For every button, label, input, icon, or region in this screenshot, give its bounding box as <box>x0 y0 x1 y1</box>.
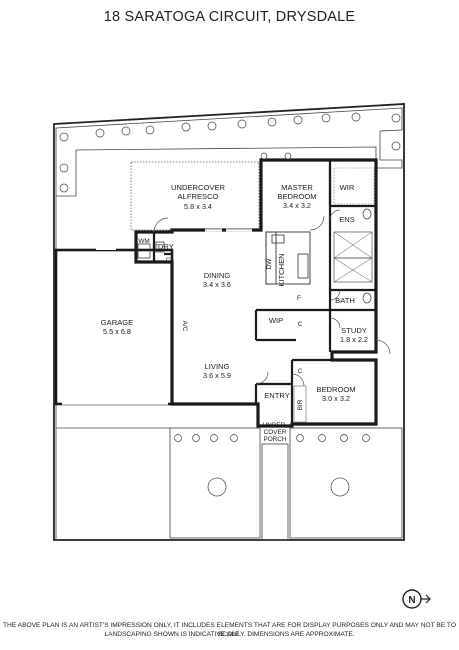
dining-label: DINING <box>204 271 231 280</box>
disclaimer-line-1: THE ABOVE PLAN IS AN ARTIST'S IMPRESSION… <box>3 622 456 638</box>
bir-outline <box>293 385 307 423</box>
wip-cupboard-label: C <box>298 321 303 328</box>
kitchen-bench <box>265 231 311 285</box>
cooktop <box>297 253 309 279</box>
tree-icon <box>207 477 350 497</box>
ensuite-toilet <box>362 208 372 220</box>
compass-label: N <box>408 595 415 606</box>
ac-label: A/C <box>181 321 188 332</box>
master-label-2: BEDROOM <box>277 192 316 201</box>
alfresco-outline <box>130 161 260 231</box>
ens-label: ENS <box>339 215 355 224</box>
garage-side-door <box>96 244 116 250</box>
dining-dims: 3.4 x 3.6 <box>203 280 231 289</box>
fridge-label: F <box>297 295 301 302</box>
study-label: STUDY <box>341 326 367 335</box>
wm-label: WM <box>138 238 149 245</box>
garage-label: GARAGE <box>101 318 134 327</box>
alfresco-label-1: UNDERCOVER <box>171 183 226 192</box>
living-label: LIVING <box>205 362 230 371</box>
study-dims: 1.8 x 2.2 <box>340 335 368 344</box>
compass-icon: N <box>402 589 431 609</box>
washing-machine <box>137 243 151 259</box>
ldry-label: L'DRY <box>152 242 174 251</box>
wip-label: WIP <box>269 316 283 325</box>
laundry-tub <box>155 241 165 253</box>
garden-strip-top <box>55 107 403 197</box>
wir-label: WIR <box>340 183 355 192</box>
porch-label-1: UNDER- <box>263 422 288 429</box>
kitchen-sink <box>271 234 285 244</box>
alfresco-label-2: ALFRESCO <box>178 192 219 201</box>
ldry-cupboard-label: C <box>166 257 171 264</box>
dw-label: DW <box>266 258 273 270</box>
kitchen-island <box>265 231 277 285</box>
interior-walls <box>152 160 376 424</box>
bedroom-label: BEDROOM <box>316 385 355 394</box>
wir-outline <box>333 167 375 205</box>
bath-tub <box>333 257 373 283</box>
master-label-1: MASTER <box>281 183 313 192</box>
porch-label-2: COVER <box>264 429 287 436</box>
door-swings <box>153 209 391 387</box>
address-title: 18 SARATOGA CIRCUIT, DRYSDALE <box>103 9 356 25</box>
kitchen-label: KITCHEN <box>277 253 286 286</box>
master-dims: 3.4 x 3.2 <box>283 201 311 210</box>
front-yard <box>56 427 403 541</box>
house-walls <box>134 158 378 428</box>
bath-label: BATH <box>335 296 355 305</box>
garage-dims: 5.5 x 6.8 <box>103 327 131 336</box>
entry-label: ENTRY <box>264 391 290 400</box>
bedroom-dims: 3.0 x 3.2 <box>322 394 350 403</box>
living-dims: 3.6 x 5.9 <box>203 371 231 380</box>
disclaimer-line-2: LANDSCAPING SHOWN IS INDICATIVE ONLY. DI… <box>104 631 355 638</box>
bath-toilet <box>362 292 372 304</box>
shrub-icons <box>59 112 401 442</box>
bir-label: BIR <box>297 399 304 410</box>
site-boundary <box>53 103 405 541</box>
alfresco-dims: 5.8 x 3.4 <box>184 202 212 211</box>
porch-label-3: PORCH <box>263 436 286 443</box>
bed-cupboard-label: C <box>298 368 303 375</box>
